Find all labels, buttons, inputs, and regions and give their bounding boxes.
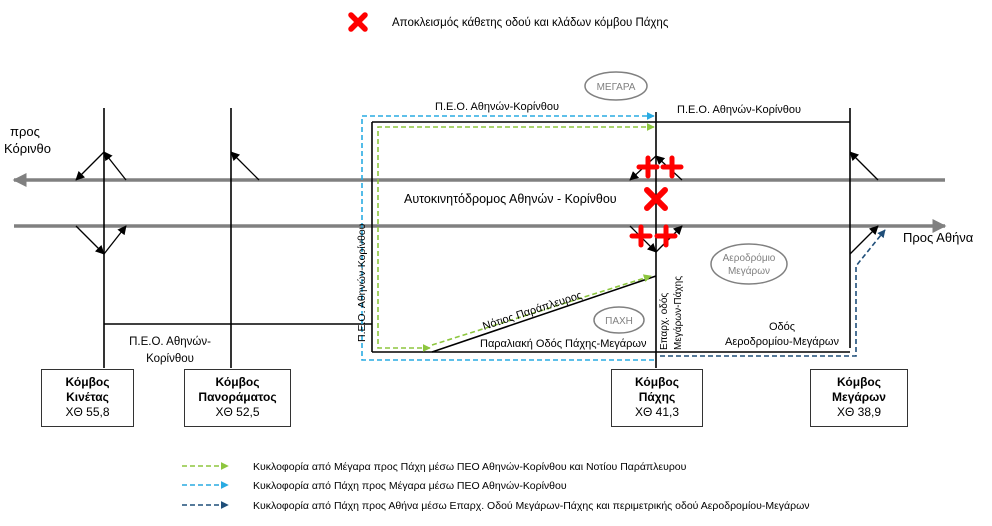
- ramp-arrow: [75, 151, 105, 181]
- airport-road-label-2: Αεροδρομίου-Μεγάρων: [725, 336, 839, 348]
- node-place: Κινέτας: [66, 390, 109, 404]
- ramp-arrow: [849, 225, 879, 255]
- paxi-oval: ΠΑΧΗ: [593, 306, 645, 334]
- red-cross-icon: [629, 224, 653, 248]
- motorway-label: Αυτοκινητόδρομος Αθηνών - Κορίνθου: [404, 192, 617, 206]
- closure-legend-text: Αποκλεισμός κάθετης οδού και κλάδων κόμβ…: [392, 17, 669, 29]
- route-pachi-to-megara: [361, 112, 655, 361]
- to-corinth-label-2: Κόρινθο: [4, 141, 51, 156]
- node-title: Κόμβος: [635, 375, 679, 389]
- closure-legend: Αποκλεισμός κάθετης οδού και κλάδων κόμβ…: [348, 12, 669, 32]
- paraliaki-label: Παραλιακή Οδός Πάχης-Μεγάρων: [480, 338, 647, 350]
- eparx-label-2: Μεγάρων-Πάχης: [672, 276, 684, 350]
- peo-vertical-label: Π.Ε.Ο. Αθηνών-Κορίνθου: [356, 223, 368, 342]
- peo-bottom-label-2: Κορίνθου: [146, 353, 194, 365]
- node-chainage: ΧΘ 38,9: [836, 405, 882, 419]
- airport-oval: Αεροδρόμιο Μεγάρων: [710, 243, 788, 285]
- to-athens-label: Προς Αθήνα: [903, 230, 974, 245]
- legend-text-navy: Κυκλοφορία από Πάχη προς Αθήνα μέσω Επαρ…: [253, 500, 810, 512]
- legend-text-green: Κυκλοφορία από Μέγαρα προς Πάχη μέσω ΠΕΟ…: [253, 461, 687, 473]
- ramp-arrow: [230, 151, 260, 181]
- red-cross-icon: [636, 155, 660, 179]
- ramp-arrow: [849, 151, 879, 181]
- node-place: Πανοράματος: [198, 390, 277, 404]
- megara-label: ΜΕΓΑΡΑ: [597, 82, 636, 93]
- paxi-label: ΠΑΧΗ: [605, 316, 633, 327]
- node-chainage: ΧΘ 55,8: [65, 405, 110, 419]
- peo-top-left-label: Π.Ε.Ο. Αθηνών-Κορίνθου: [435, 101, 559, 113]
- peo-top-right-label: Π.Ε.Ο. Αθηνών-Κορίνθου: [677, 104, 801, 116]
- legend-item-navy: Κυκλοφορία από Πάχη προς Αθήνα μέσω Επαρ…: [182, 500, 810, 512]
- red-cross-icon: [654, 224, 678, 248]
- airport-road-label-1: Οδός: [769, 321, 795, 333]
- node-place: Πάχης: [638, 390, 676, 404]
- node-place: Μεγάρων: [832, 390, 886, 404]
- node-box-kineta: Κόμβος Κινέτας ΧΘ 55,8: [41, 369, 134, 427]
- legend-item-green: Κυκλοφορία από Μέγαρα προς Πάχη μέσω ΠΕΟ…: [182, 461, 687, 473]
- node-box-megara: Κόμβος Μεγάρων ΧΘ 38,9: [810, 369, 908, 427]
- eparx-label-1: Επαρχ. οδός: [658, 293, 670, 350]
- red-cross-icon: [660, 155, 684, 179]
- airport-label-1: Αεροδρόμιο: [723, 252, 776, 264]
- red-x-icon: [348, 12, 368, 32]
- node-box-paxi: Κόμβος Πάχης ΧΘ 41,3: [611, 369, 703, 427]
- legend-text-blue: Κυκλοφορία από Πάχη προς Μέγαρα μέσω ΠΕΟ…: [253, 480, 567, 492]
- node-chainage: ΧΘ 41,3: [634, 405, 680, 419]
- peo-bottom-label-1: Π.Ε.Ο. Αθηνών-: [129, 336, 211, 348]
- airport-label-2: Μεγάρων: [728, 265, 770, 277]
- node-chainage: ΧΘ 52,5: [215, 405, 260, 419]
- to-corinth-label-1: προς: [10, 124, 40, 139]
- ramp-arrow: [103, 225, 127, 255]
- node-box-panorama: Κόμβος Πανοράματος ΧΘ 52,5: [184, 369, 291, 427]
- ramp-arrow: [655, 225, 683, 253]
- route-legend: Κυκλοφορία από Μέγαρα προς Πάχη μέσω ΠΕΟ…: [182, 461, 810, 512]
- node-title: Κόμβος: [215, 375, 260, 389]
- node-title: Κόμβος: [837, 375, 881, 389]
- ramp-arrow: [75, 225, 105, 255]
- local-roads: [103, 108, 851, 368]
- ramp-arrow: [103, 151, 127, 181]
- node-title: Κόμβος: [65, 375, 110, 389]
- route-megara-to-pachi-notios: [431, 274, 652, 346]
- route-pachi-to-athens: [660, 229, 886, 357]
- route-megara-to-pachi-peo: [377, 123, 655, 352]
- notios-label: Νότιος Παράπλευρος: [481, 289, 583, 332]
- megara-oval: ΜΕΓΑΡΑ: [584, 71, 648, 101]
- legend-item-blue: Κυκλοφορία από Πάχη προς Μέγαρα μέσω ΠΕΟ…: [182, 480, 567, 492]
